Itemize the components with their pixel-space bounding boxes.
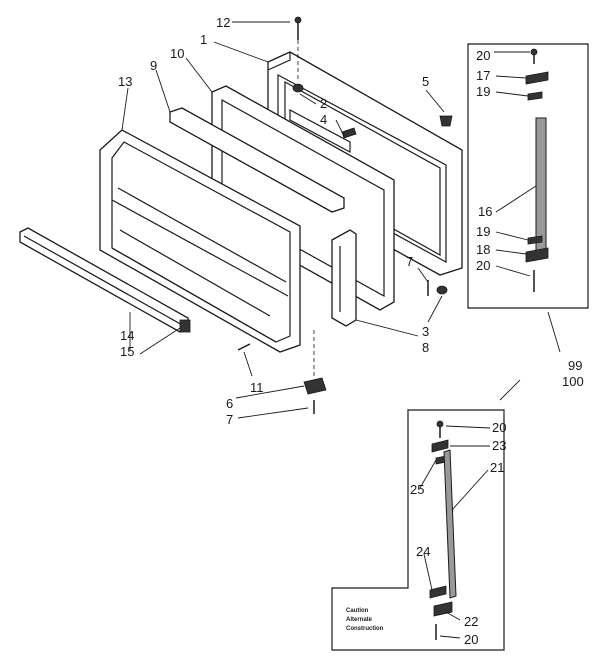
- callout-8: 8: [422, 340, 429, 355]
- callout-3: 3: [422, 324, 429, 339]
- kit-a-callout-16: 16: [478, 204, 492, 219]
- kit-b-callout-21: 21: [490, 460, 504, 475]
- callout-10: 10: [170, 46, 184, 61]
- hinge-kit-a: [467, 43, 589, 309]
- kit-b-callout-22: 22: [464, 614, 478, 629]
- part-3-stop: [436, 285, 448, 295]
- note-construction: Construction: [346, 626, 384, 632]
- part-5-cap: [439, 115, 453, 127]
- kit-b-callout-24: 24: [416, 544, 430, 559]
- kit-a-callout-17: 17: [476, 68, 490, 83]
- note-caution: Caution: [346, 608, 369, 614]
- callout-9: 9: [150, 58, 157, 73]
- callout-6: 6: [226, 396, 233, 411]
- part-11-screw: [237, 343, 251, 351]
- note-alternate: Alternate: [346, 617, 373, 623]
- callout-14: 14: [120, 328, 134, 343]
- hinge-bracket-part: [331, 229, 357, 327]
- callout-1: 1: [200, 32, 207, 47]
- callout-99: 99: [568, 358, 582, 373]
- part-21-rod: [443, 449, 457, 599]
- callout-11: 11: [250, 380, 264, 395]
- callout-4: 4: [320, 112, 327, 127]
- callout-7-upper: 7: [406, 254, 413, 269]
- callout-5: 5: [422, 74, 429, 89]
- callout-13: 13: [118, 74, 132, 89]
- hinge-kit-b: [331, 409, 505, 651]
- liner-strip-part: [169, 107, 345, 213]
- kit-b-callout-20-bottom: 20: [464, 632, 478, 647]
- kit-b-callout-25: 25: [410, 482, 424, 497]
- callout-7-lower: 7: [226, 412, 233, 427]
- kit-b-callout-23: 23: [492, 438, 506, 453]
- part-2-plug: [292, 83, 304, 93]
- door-rail-part: [19, 227, 191, 333]
- part-4-clip: [341, 127, 357, 139]
- callout-15: 15: [120, 344, 134, 359]
- callout-100: 100: [562, 374, 584, 389]
- kit-a-callout-19-top: 19: [476, 84, 490, 99]
- callout-2: 2: [320, 96, 327, 111]
- kit-a-callout-18: 18: [476, 242, 490, 257]
- kit-a-callout-20-bottom: 20: [476, 258, 490, 273]
- part-6-hinge: [303, 377, 327, 395]
- inner-liner-part: [99, 129, 301, 353]
- part-16-rod: [535, 117, 547, 253]
- kit-b-callout-20-top: 20: [492, 420, 506, 435]
- callout-12: 12: [216, 15, 230, 30]
- kit-a-callout-19-bottom: 19: [476, 224, 490, 239]
- kit-a-callout-20-top: 20: [476, 48, 490, 63]
